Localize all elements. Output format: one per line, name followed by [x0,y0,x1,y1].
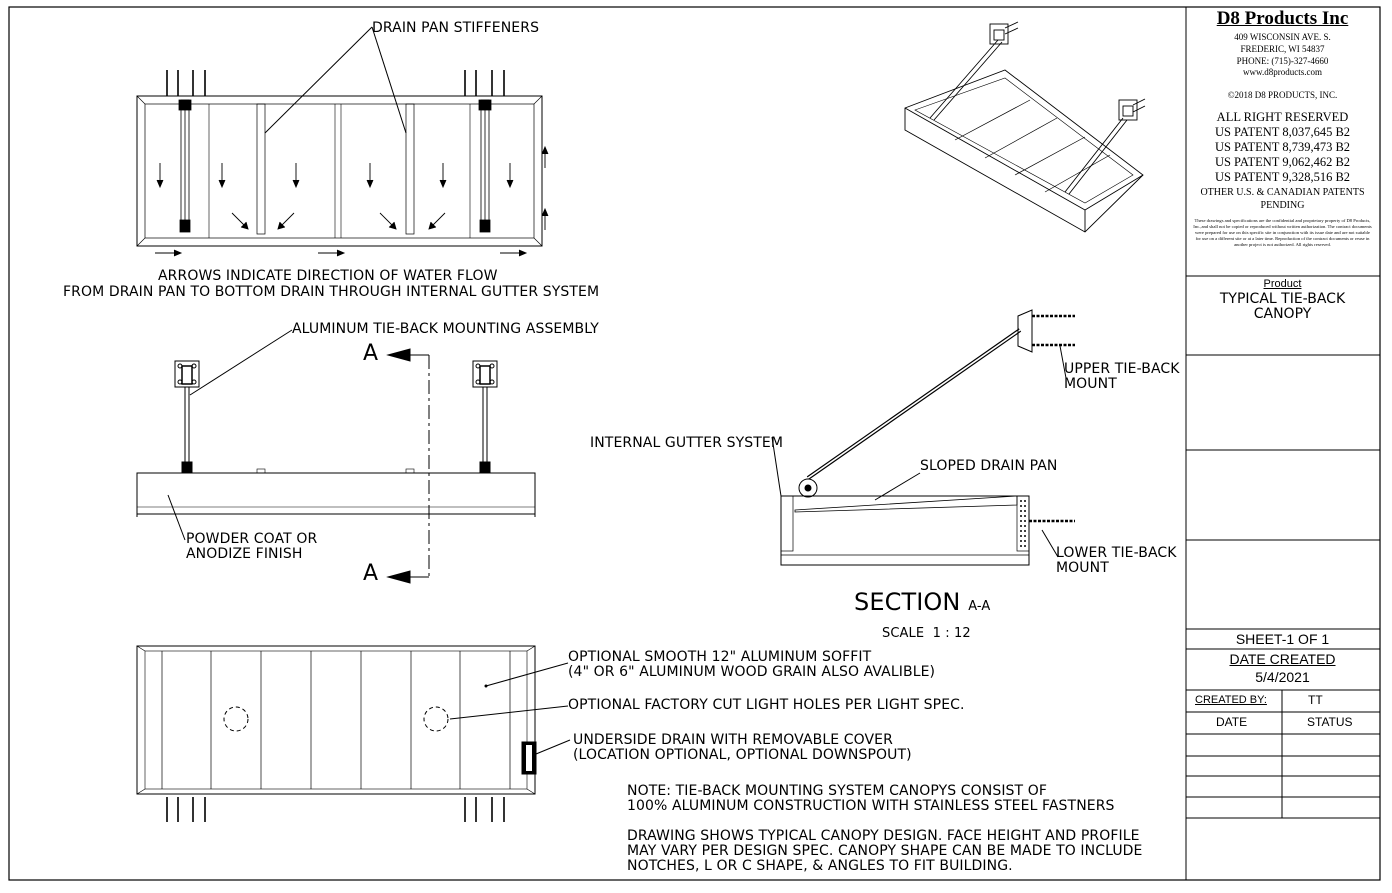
bottom-soffit-view [136,645,571,822]
note-line1: NOTE: TIE-BACK MOUNTING SYSTEM CANOPYS C… [627,783,1048,799]
note-line4: MAY VARY PER DESIGN SPEC. CANOPY SHAPE C… [627,843,1143,859]
title-block-frame [1185,7,1380,880]
confidential-notice: These drawings and specifications are th… [1193,218,1372,247]
company-address-1: 409 WISCONSIN AVE. S. [1234,32,1331,42]
patent-2: US PATENT 8,739,473 B2 [1214,140,1351,154]
label-soffit-line1: OPTIONAL SMOOTH 12" ALUMINUM SOFFIT [568,649,872,665]
label-finish-line1: POWDER COAT OR [186,531,318,547]
rights-reserved: ALL RIGHT RESERVED [1216,110,1349,124]
date-created-label: DATE CREATED [1229,651,1336,667]
copyright: ©2018 D8 PRODUCTS, INC. [1227,90,1338,100]
created-by-value: TT [1308,693,1323,707]
section-mark-top: A [363,341,379,366]
company-website: www.d8products.com [1243,67,1322,77]
label-finish-line2: ANODIZE FINISH [186,546,303,562]
isometric-view [904,21,1146,233]
company-name: D8 Products Inc [1216,8,1349,29]
label-soffit-line2: (4" OR 6" ALUMINUM WOOD GRAIN ALSO AVALI… [568,664,936,680]
sheet-number: SHEET-1 OF 1 [1235,631,1330,647]
label-lower-mount-line2: MOUNT [1056,560,1109,576]
label-sloped-drain-pan: SLOPED DRAIN PAN [920,458,1058,474]
product-label: Product [1263,278,1302,290]
section-view [771,309,1075,566]
note-line2: 100% ALUMINUM CONSTRUCTION WITH STAINLES… [627,798,1115,814]
created-by-label: CREATED BY: [1195,694,1267,706]
column-date: DATE [1216,715,1248,729]
section-title: SECTION A-A [854,588,990,621]
label-upper-mount-line2: MOUNT [1064,376,1117,392]
product-name: TYPICAL TIE-BACK CANOPY [1219,291,1346,322]
section-scale: SCALE 1 : 12 [882,626,971,641]
label-mounting-assembly: ALUMINUM TIE-BACK MOUNTING ASSEMBLY [292,321,599,337]
date-created-value: 5/4/2021 [1255,669,1310,685]
top-plan-view [136,26,549,257]
label-upper-mount-line1: UPPER TIE-BACK [1064,361,1180,377]
label-drain-line1: UNDERSIDE DRAIN WITH REMOVABLE COVER [573,732,893,748]
section-mark-bottom: A [363,561,379,586]
label-lower-mount-line1: LOWER TIE-BACK [1056,545,1177,561]
label-drain-pan-stiffeners: DRAIN PAN STIFFENERS [372,20,540,36]
patent-1: US PATENT 8,037,645 B2 [1214,125,1351,139]
section-title-text: SECTION [854,588,961,616]
column-status: STATUS [1307,715,1353,729]
note-line5: NOTCHES, L OR C SHAPE, & ANGLES TO FIT B… [627,858,1013,874]
patent-4: US PATENT 9,328,516 B2 [1214,170,1351,184]
label-internal-gutter: INTERNAL GUTTER SYSTEM [590,435,784,451]
label-water-flow-line2: FROM DRAIN PAN TO BOTTOM DRAIN THROUGH I… [63,284,600,300]
section-title-suffix: A-A [968,599,991,614]
company-phone: PHONE: (715)-327-4660 [1236,56,1329,66]
note-line3: DRAWING SHOWS TYPICAL CANOPY DESIGN. FAC… [627,828,1140,844]
water-flow-arrows [155,145,549,257]
other-patents: OTHER U.S. & CANADIAN PATENTS PENDING [1200,187,1365,211]
sheet-border [8,6,1381,881]
patent-3: US PATENT 9,062,462 B2 [1214,155,1351,169]
label-water-flow-line1: ARROWS INDICATE DIRECTION OF WATER FLOW [158,268,498,284]
label-drain-line2: (LOCATION OPTIONAL, OPTIONAL DOWNSPOUT) [573,747,912,763]
company-address-2: FREDERIC, WI 54837 [1240,44,1325,54]
front-elevation-view [136,329,536,584]
label-light-holes: OPTIONAL FACTORY CUT LIGHT HOLES PER LIG… [568,697,965,713]
